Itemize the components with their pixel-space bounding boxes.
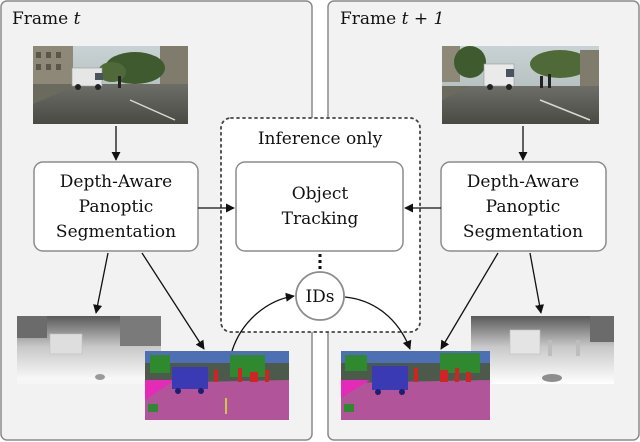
frame-t1-title: Frame t + 1 bbox=[340, 9, 444, 29]
ids-node: IDs bbox=[295, 271, 345, 321]
arrow-seg-left-to-ids bbox=[231, 292, 295, 352]
frame-t-photo bbox=[33, 46, 188, 124]
dot-3 bbox=[318, 266, 322, 269]
dps-left-line2: Panoptic bbox=[79, 197, 154, 217]
dps-left-line3: Segmentation bbox=[56, 222, 176, 242]
ellipsis-connector bbox=[318, 254, 322, 269]
arrow-ids-to-seg-right bbox=[344, 296, 412, 350]
arrow-dps-left-to-seg bbox=[141, 252, 205, 350]
arrow-dps-right-to-seg bbox=[440, 252, 499, 350]
dps-box-left-rect bbox=[33, 161, 199, 252]
object-tracking-box: Object Tracking bbox=[235, 161, 404, 252]
ids-circle bbox=[295, 271, 345, 321]
arrow-dps-right-to-depth bbox=[529, 252, 544, 314]
object-tracking-rect bbox=[235, 161, 404, 252]
segmentation-map-left bbox=[145, 351, 289, 420]
dps-box-right-rect bbox=[440, 161, 607, 252]
ids-label: IDs bbox=[305, 287, 334, 307]
dps-box-left: Depth-Aware Panoptic Segmentation bbox=[33, 161, 199, 252]
arrows bbox=[93, 126, 544, 352]
depth-map-left bbox=[17, 316, 161, 384]
inference-label: Inference only bbox=[258, 129, 383, 149]
dot-1 bbox=[318, 254, 322, 257]
arrow-dps-left-to-depth bbox=[93, 252, 109, 314]
depth-map-right bbox=[471, 316, 614, 384]
segmentation-map-right bbox=[341, 351, 490, 420]
dps-right-line3: Segmentation bbox=[463, 222, 583, 242]
dps-box-right: Depth-Aware Panoptic Segmentation bbox=[440, 161, 607, 252]
frame-t1-photo bbox=[442, 46, 599, 124]
object-tracking-line2: Tracking bbox=[282, 209, 359, 229]
object-tracking-line1: Object bbox=[292, 184, 349, 204]
dps-right-line1: Depth-Aware bbox=[467, 172, 579, 192]
dps-right-line2: Panoptic bbox=[486, 197, 561, 217]
dps-left-line1: Depth-Aware bbox=[60, 172, 172, 192]
frame-t-title: Frame t bbox=[12, 9, 81, 29]
dot-2 bbox=[318, 260, 322, 263]
